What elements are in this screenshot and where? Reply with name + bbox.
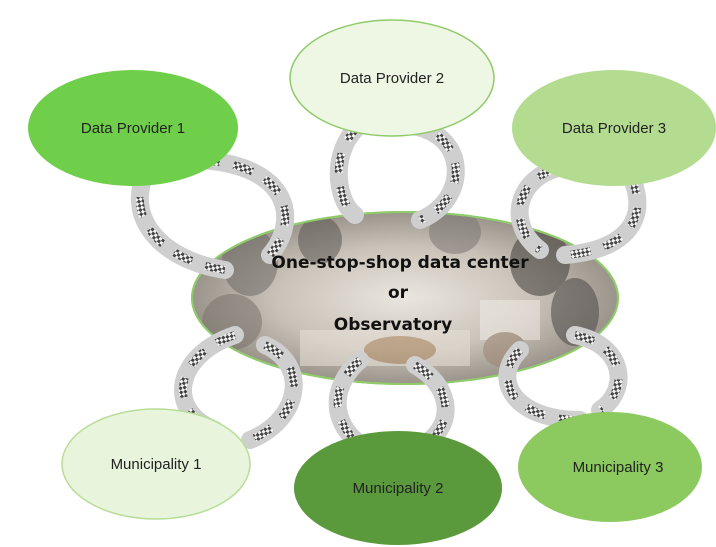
- node-municipality-3: Municipality 3: [518, 412, 702, 522]
- municipality-3-label: Municipality 3: [573, 459, 664, 476]
- municipality-2-label: Municipality 2: [353, 480, 444, 497]
- arrow-provider1: [191, 151, 295, 264]
- center-title-line2: or: [388, 283, 409, 303]
- node-data-provider-3: Data Provider 3: [512, 70, 716, 186]
- center-title-line1: One-stop-shop data center: [271, 253, 529, 273]
- data-provider-2-label: Data Provider 2: [340, 70, 444, 87]
- node-municipality-2: Municipality 2: [294, 431, 502, 545]
- node-data-provider-2: Data Provider 2: [289, 19, 495, 137]
- data-provider-3-label: Data Provider 3: [562, 120, 666, 137]
- data-provider-1-label: Data Provider 1: [81, 120, 185, 137]
- node-data-provider-1: Data Provider 1: [28, 70, 238, 186]
- center-title-line3: Observatory: [334, 315, 452, 335]
- node-municipality-1: Municipality 1: [61, 408, 251, 520]
- municipality-1-label: Municipality 1: [111, 456, 202, 473]
